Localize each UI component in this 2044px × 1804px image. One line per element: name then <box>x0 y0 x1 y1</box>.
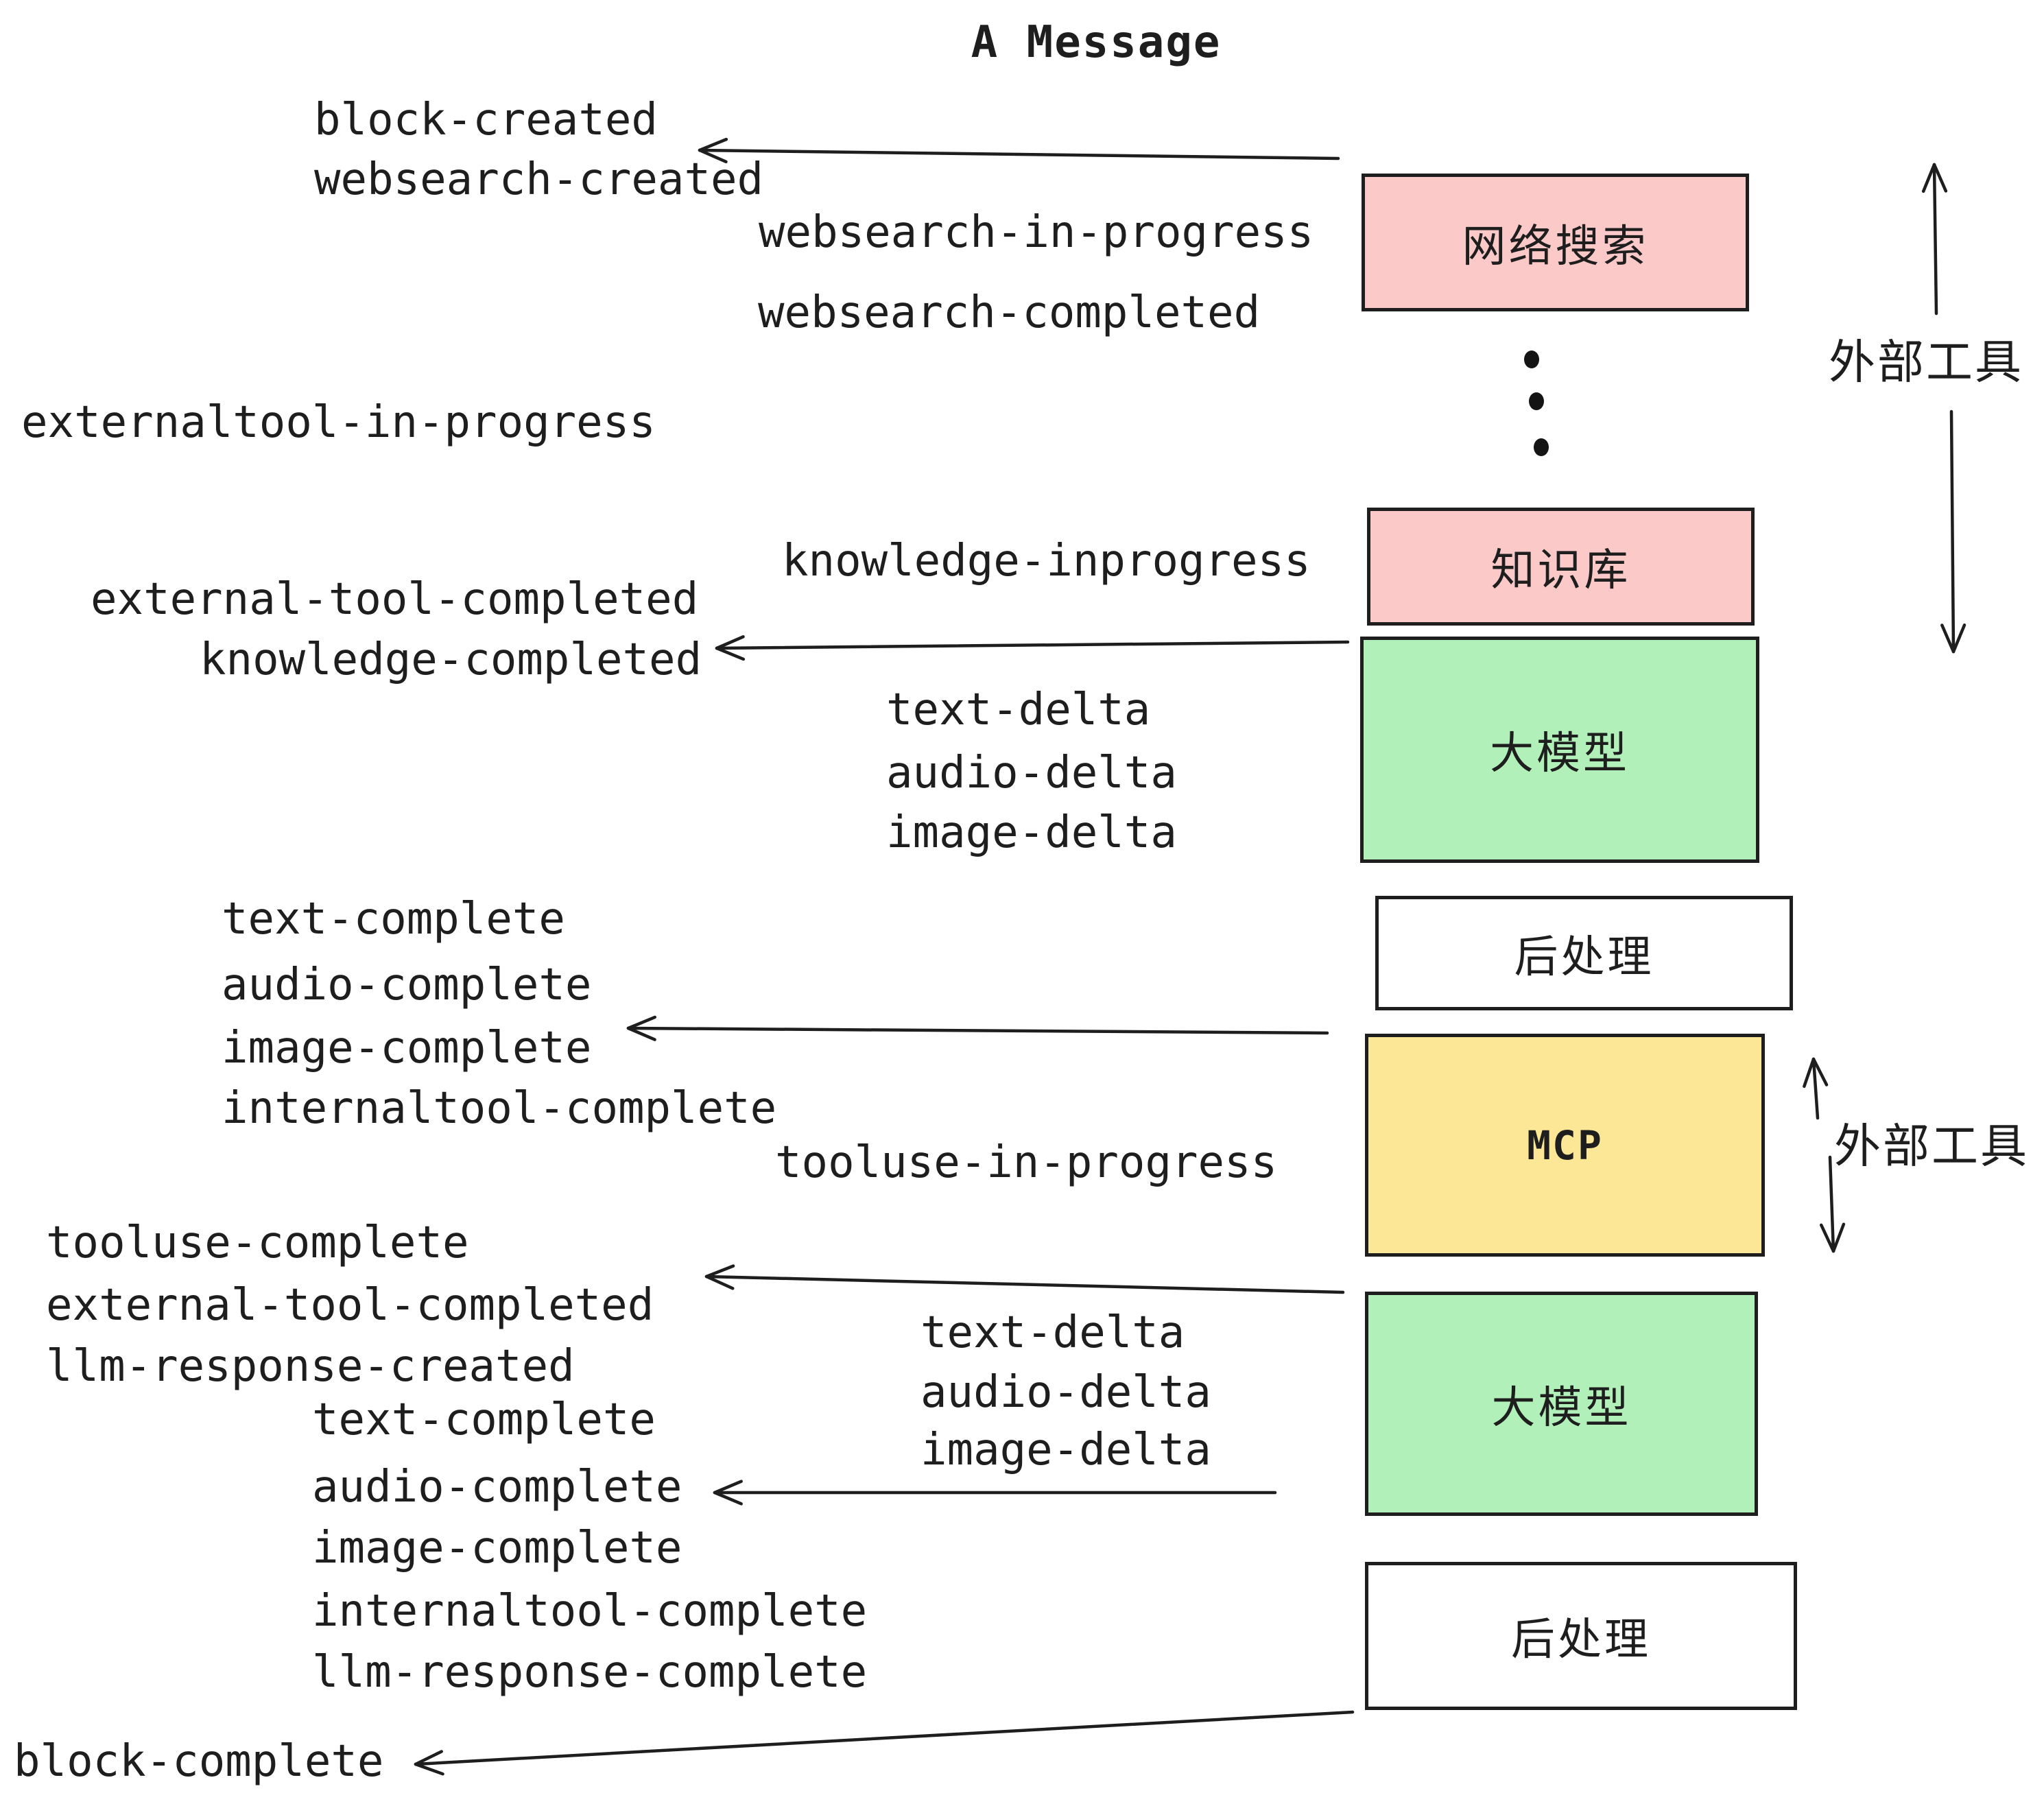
event-image-delta: image-delta <box>920 1425 1211 1475</box>
event-tooluse-complete: tooluse-complete <box>46 1218 469 1268</box>
event-websearch-created: websearch-created <box>314 154 764 205</box>
ellipsis-dot-2 <box>1529 392 1544 410</box>
node-label: 大模型 <box>1491 1382 1632 1434</box>
event-block-created: block-created <box>314 95 658 145</box>
arrow-knowledge-to-knowledge-completed <box>715 635 1350 661</box>
side-label-external-tools-1: 外部工具 <box>1828 335 2024 390</box>
node-llm-1: 大模型 <box>1360 637 1759 863</box>
event-block-complete: block-complete <box>14 1736 384 1787</box>
node-label: 知识库 <box>1490 545 1631 596</box>
event-image-delta: image-delta <box>886 807 1177 858</box>
arrow-websearch-to-block-created <box>698 137 1340 164</box>
event-text-complete: text-complete <box>222 894 565 945</box>
event-external-tool-completed: external-tool-completed <box>91 574 699 625</box>
node-label: 网络搜索 <box>1462 221 1649 272</box>
event-websearch-in-progress: websearch-in-progress <box>759 207 1314 258</box>
event-audio-delta: audio-delta <box>886 748 1177 798</box>
diagram-title: A Message <box>971 17 1222 68</box>
node-llm-2: 大模型 <box>1365 1292 1758 1516</box>
event-text-delta: text-delta <box>886 685 1151 735</box>
event-llm-response-created: llm-response-created <box>46 1341 575 1392</box>
event-image-complete: image-complete <box>312 1523 682 1574</box>
event-knowledge-completed: knowledge-completed <box>200 634 702 685</box>
event-knowledge-inprogress: knowledge-inprogress <box>782 536 1311 586</box>
node-label: 后处理 <box>1511 1615 1651 1665</box>
node-label: 后处理 <box>1514 931 1654 983</box>
node-postprocess-2: 后处理 <box>1365 1562 1797 1710</box>
arrow-llm2-to-audio-complete <box>713 1480 1277 1506</box>
event-tooluse-in-progress: tooluse-in-progress <box>775 1137 1278 1188</box>
event-text-delta: text-delta <box>920 1307 1185 1358</box>
arrow-postprocess1-to-image-complete <box>626 1015 1329 1041</box>
node-knowledge: 知识库 <box>1367 508 1755 626</box>
arrow-external-tools-up-1 <box>1921 163 1948 316</box>
node-label: MCP <box>1527 1121 1603 1169</box>
arrow-external-tools-up-2 <box>1803 1057 1829 1120</box>
event-external-tool-completed: external-tool-completed <box>46 1280 654 1331</box>
event-audio-delta: audio-delta <box>920 1367 1211 1418</box>
ellipsis-dot-3 <box>1534 438 1549 456</box>
node-mcp: MCP <box>1365 1034 1765 1257</box>
arrow-mcp-to-tooluse-complete <box>704 1264 1345 1294</box>
event-externaltool-in-progress: externaltool-in-progress <box>21 397 656 448</box>
node-websearch: 网络搜索 <box>1362 174 1749 311</box>
arrow-postprocess2-to-block-complete <box>414 1710 1355 1776</box>
event-image-complete: image-complete <box>222 1023 592 1073</box>
event-audio-complete: audio-complete <box>222 960 592 1010</box>
event-text-complete: text-complete <box>312 1394 656 1445</box>
ellipsis-dot-1 <box>1524 351 1539 368</box>
node-postprocess-1: 后处理 <box>1375 896 1793 1010</box>
side-label-external-tools-2: 外部工具 <box>1833 1119 2030 1174</box>
node-label: 大模型 <box>1490 728 1630 779</box>
event-websearch-completed: websearch-completed <box>758 287 1261 338</box>
event-internaltool-complete: internaltool-complete <box>312 1586 868 1637</box>
event-internaltool-complete: internaltool-complete <box>222 1083 777 1134</box>
event-llm-response-complete: llm-response-complete <box>312 1647 868 1698</box>
arrow-external-tools-down-1 <box>1940 410 1966 654</box>
event-audio-complete: audio-complete <box>312 1462 682 1512</box>
